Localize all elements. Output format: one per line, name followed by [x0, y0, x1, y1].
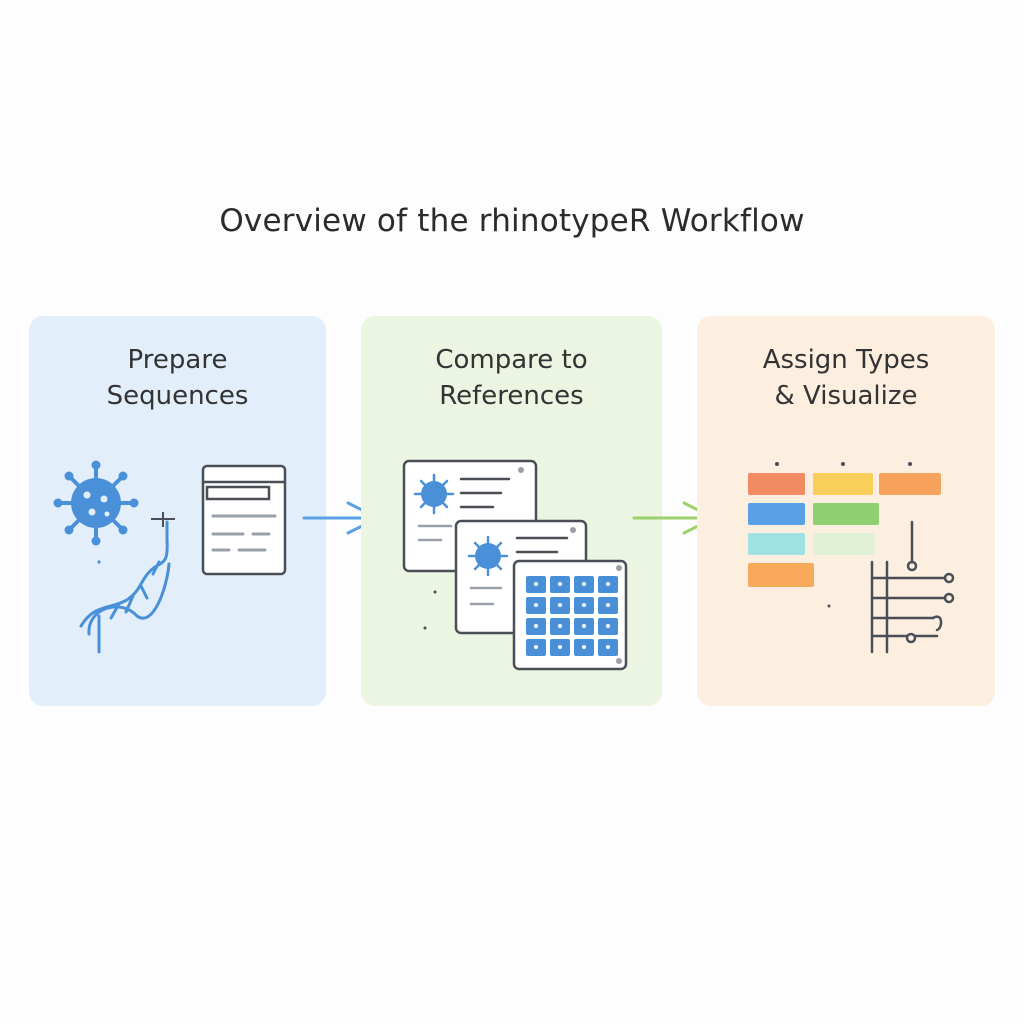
compare-illustration	[402, 459, 628, 671]
page-title: Overview of the rhinotypeR Workflow	[219, 203, 805, 239]
document-icon	[201, 464, 287, 576]
step-3-label-line2: & Visualize	[774, 381, 918, 411]
step-1-label-line2: Sequences	[106, 381, 249, 411]
color-bars-icon	[748, 462, 941, 608]
prepare-illustration	[53, 460, 287, 654]
step-compare-references-panel: Compare to References	[361, 316, 662, 706]
step-prepare-sequences-panel: Prepare Sequences	[29, 316, 326, 706]
step-1-label-line1: Prepare	[127, 345, 228, 375]
step-assign-visualize-panel: Assign Types & Visualize	[697, 316, 995, 706]
step-3-label: Assign Types & Visualize	[697, 342, 995, 414]
grid-matrix-icon	[512, 559, 628, 671]
step-2-label-line2: References	[439, 381, 584, 411]
step-2-label-line1: Compare to	[435, 345, 588, 375]
dna-helix-icon	[79, 520, 171, 654]
assign-illustration	[748, 462, 955, 654]
virus-icon	[53, 460, 139, 546]
step-3-label-line1: Assign Types	[762, 345, 930, 375]
step-2-label: Compare to References	[361, 342, 662, 414]
tree-diagram-icon	[870, 520, 955, 654]
step-1-label: Prepare Sequences	[29, 342, 326, 414]
